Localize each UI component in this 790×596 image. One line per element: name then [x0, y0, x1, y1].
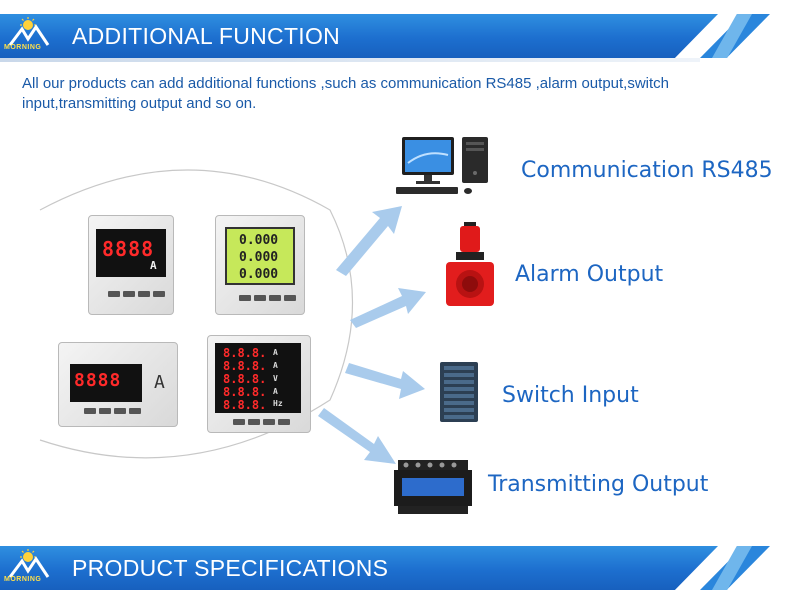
arrow-to-communication — [336, 206, 402, 276]
logo-text: MORNING — [4, 576, 42, 583]
lcd-row-2: 0.000 — [239, 250, 279, 265]
section-title: PRODUCT SPECIFICATIONS — [72, 555, 389, 581]
arrow-to-switch — [345, 363, 425, 399]
panel-meter-wide: 8888 A — [58, 342, 178, 427]
meter-unit: A — [154, 372, 165, 393]
section-title: ADDITIONAL FUNCTION — [72, 23, 341, 49]
footer-banner: MORNING PRODUCT SPECIFICATIONS — [0, 546, 790, 590]
lcd-row-1: 0.000 — [239, 233, 279, 248]
morning-logo-icon — [8, 549, 50, 578]
logo-text: MORNING — [4, 44, 42, 51]
computer-icon — [396, 137, 488, 194]
transmitter-icon — [394, 460, 472, 514]
switch-module-icon — [440, 362, 478, 422]
meter-display: 8888 — [102, 237, 155, 261]
meter-unit: A — [150, 259, 157, 272]
function-label-communication: Communication RS485 — [521, 158, 773, 183]
multi-rows: 8.8.8.8.8.8.8.8.8.8.8.8.8.8.8. — [223, 346, 267, 412]
panel-meter-led: 8888 A — [88, 215, 174, 315]
arrow-to-alarm — [350, 288, 426, 328]
meter-display: 8888 — [74, 370, 122, 391]
arrow-to-transmitting — [318, 408, 396, 464]
panel-meter-lcd: 0.000 0.000 0.000 — [215, 215, 305, 315]
grouping-arc — [39, 169, 354, 459]
banner-bar — [0, 14, 718, 58]
header-banner: MORNING ADDITIONAL FUNCTION — [0, 14, 790, 62]
unit-1: A — [273, 348, 278, 357]
function-label-alarm: Alarm Output — [515, 262, 664, 287]
unit-3: V — [273, 374, 278, 383]
function-label-switch: Switch Input — [502, 383, 639, 408]
morning-logo-icon — [8, 17, 50, 46]
lcd-row-3: 0.000 — [239, 267, 279, 282]
banner-bar — [0, 546, 718, 590]
function-label-transmitting: Transmitting Output — [488, 472, 709, 497]
unit-4: A — [273, 387, 278, 396]
unit-5: Hz — [273, 399, 283, 408]
intro-text: All our products can add additional func… — [22, 75, 670, 112]
banner-shadow — [0, 58, 700, 62]
panel-meter-multi: 8.8.8.8.8.8.8.8.8.8.8.8.8.8.8. A A V A H… — [207, 335, 311, 433]
alarm-light-icon — [446, 222, 494, 306]
unit-2: A — [273, 361, 278, 370]
